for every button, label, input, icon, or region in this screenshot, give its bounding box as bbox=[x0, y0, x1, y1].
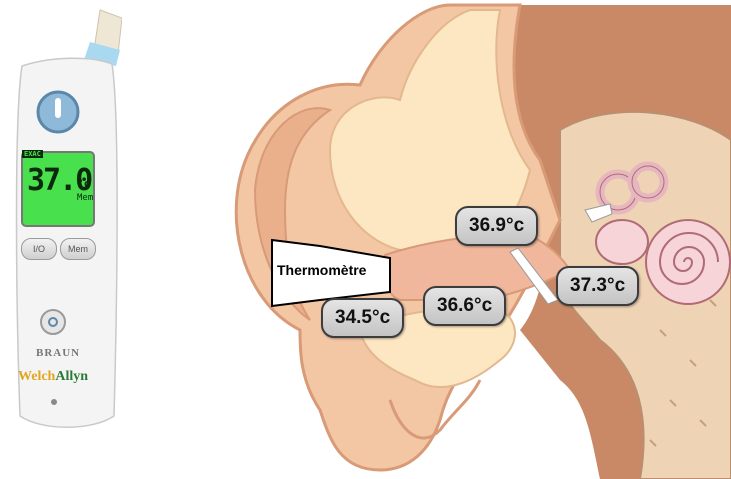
temperature-callout-eardrum: 37.3°c bbox=[556, 266, 639, 306]
maker-logo: WelchAllyn bbox=[18, 369, 88, 385]
mem-button[interactable]: Mem bbox=[60, 238, 96, 260]
vestibule bbox=[596, 220, 648, 264]
lcd-mem-label: Mem bbox=[77, 193, 93, 203]
brand-logo: BRAUN bbox=[36, 347, 80, 359]
maker-logo-part2: Allyn bbox=[55, 369, 88, 384]
lcd-unit-label: °c bbox=[77, 177, 90, 190]
io-button[interactable]: I/O bbox=[21, 238, 57, 260]
lcd-flag-label: EXAC bbox=[22, 150, 43, 158]
power-button[interactable] bbox=[41, 310, 65, 334]
temperature-callout-canal-mid: 36.6°c bbox=[423, 286, 506, 326]
temperature-callout-eardrum-upper: 36.9°c bbox=[455, 206, 538, 246]
temperature-callout-canal-entry: 34.5°c bbox=[321, 298, 404, 338]
maker-logo-part1: Welch bbox=[18, 369, 55, 384]
thermometer-icon bbox=[55, 98, 61, 118]
sensor-dot bbox=[51, 399, 57, 405]
probe-label: Thermomètre bbox=[277, 262, 366, 278]
